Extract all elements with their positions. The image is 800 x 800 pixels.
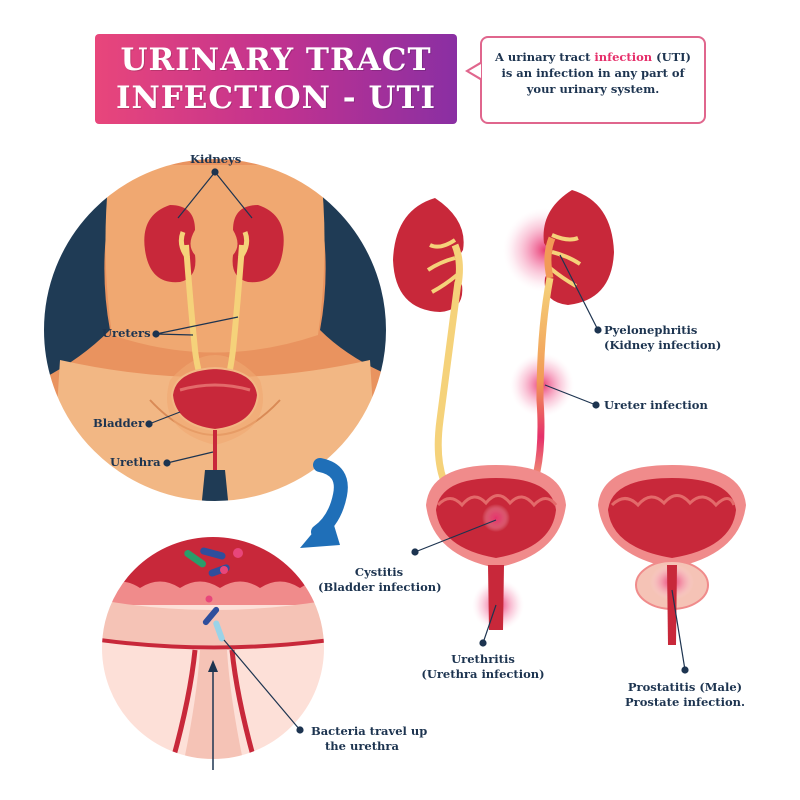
right-leader-lines xyxy=(411,254,689,674)
definition-text-a: A urinary tract xyxy=(495,50,595,64)
male-bladder-prostate xyxy=(598,465,746,645)
label-cystitis: Cystitis (Bladder infection) xyxy=(318,565,442,595)
right-system-left-kidney xyxy=(393,198,464,312)
label-cystitis-sub: (Bladder infection) xyxy=(318,580,442,594)
label-urethritis-title: Urethritis xyxy=(451,652,515,666)
label-bacteria-sub: the urethra xyxy=(325,739,399,753)
label-prostatitis: Prostatitis (Male) Prostate infection. xyxy=(615,680,755,710)
label-pyelonephritis-title: Pyelonephritis xyxy=(604,323,698,337)
label-prostatitis-title: Prostatitis (Male) xyxy=(627,680,743,694)
zoom-arrow xyxy=(300,458,348,548)
body-leader-lines xyxy=(145,168,253,467)
definition-text-b: (UTI) xyxy=(652,50,691,64)
label-cystitis-title: Cystitis xyxy=(354,565,404,579)
definition-highlight: infection xyxy=(594,50,653,64)
title-line-2: INFECTION - UTI xyxy=(115,80,437,116)
label-pyelonephritis: Pyelonephritis (Kidney infection) xyxy=(604,323,721,353)
body-cross-section xyxy=(43,158,387,502)
title-banner: URINARY TRACT INFECTION - UTI xyxy=(95,34,457,124)
label-ureter-infection: Ureter infection xyxy=(604,398,708,412)
label-bacteria-title: Bacteria travel up xyxy=(311,724,428,738)
title-line-1: URINARY TRACT xyxy=(120,42,432,78)
label-kidneys: Kidneys xyxy=(190,152,242,166)
bacteria-leader-line xyxy=(223,639,304,734)
definition-line-1: A urinary tract infection (UTI) xyxy=(490,49,696,65)
right-system-bladder xyxy=(426,465,566,630)
bacteria-upward-arrow xyxy=(208,660,218,770)
label-urethritis: Urethritis (Urethra infection) xyxy=(412,652,554,682)
body-bladder xyxy=(170,366,260,432)
right-system-right-kidney xyxy=(543,190,614,305)
label-bacteria: Bacteria travel up the urethra xyxy=(311,724,427,754)
definition-pointer-inner xyxy=(469,64,481,78)
label-urethritis-sub: (Urethra infection) xyxy=(421,667,545,681)
bacteria-cluster xyxy=(184,547,243,642)
label-pyelonephritis-sub: (Kidney infection) xyxy=(604,338,722,352)
label-bladder: Bladder xyxy=(93,416,144,430)
label-prostatitis-sub: Prostate infection. xyxy=(625,695,745,709)
definition-line-3: your urinary system. xyxy=(526,82,660,96)
definition-line-2: is an infection in any part of xyxy=(501,66,685,80)
label-urethra: Urethra xyxy=(110,455,161,469)
label-ureters: Ureters xyxy=(102,326,151,340)
definition-box: A urinary tract infection (UTI) is an in… xyxy=(480,36,706,124)
